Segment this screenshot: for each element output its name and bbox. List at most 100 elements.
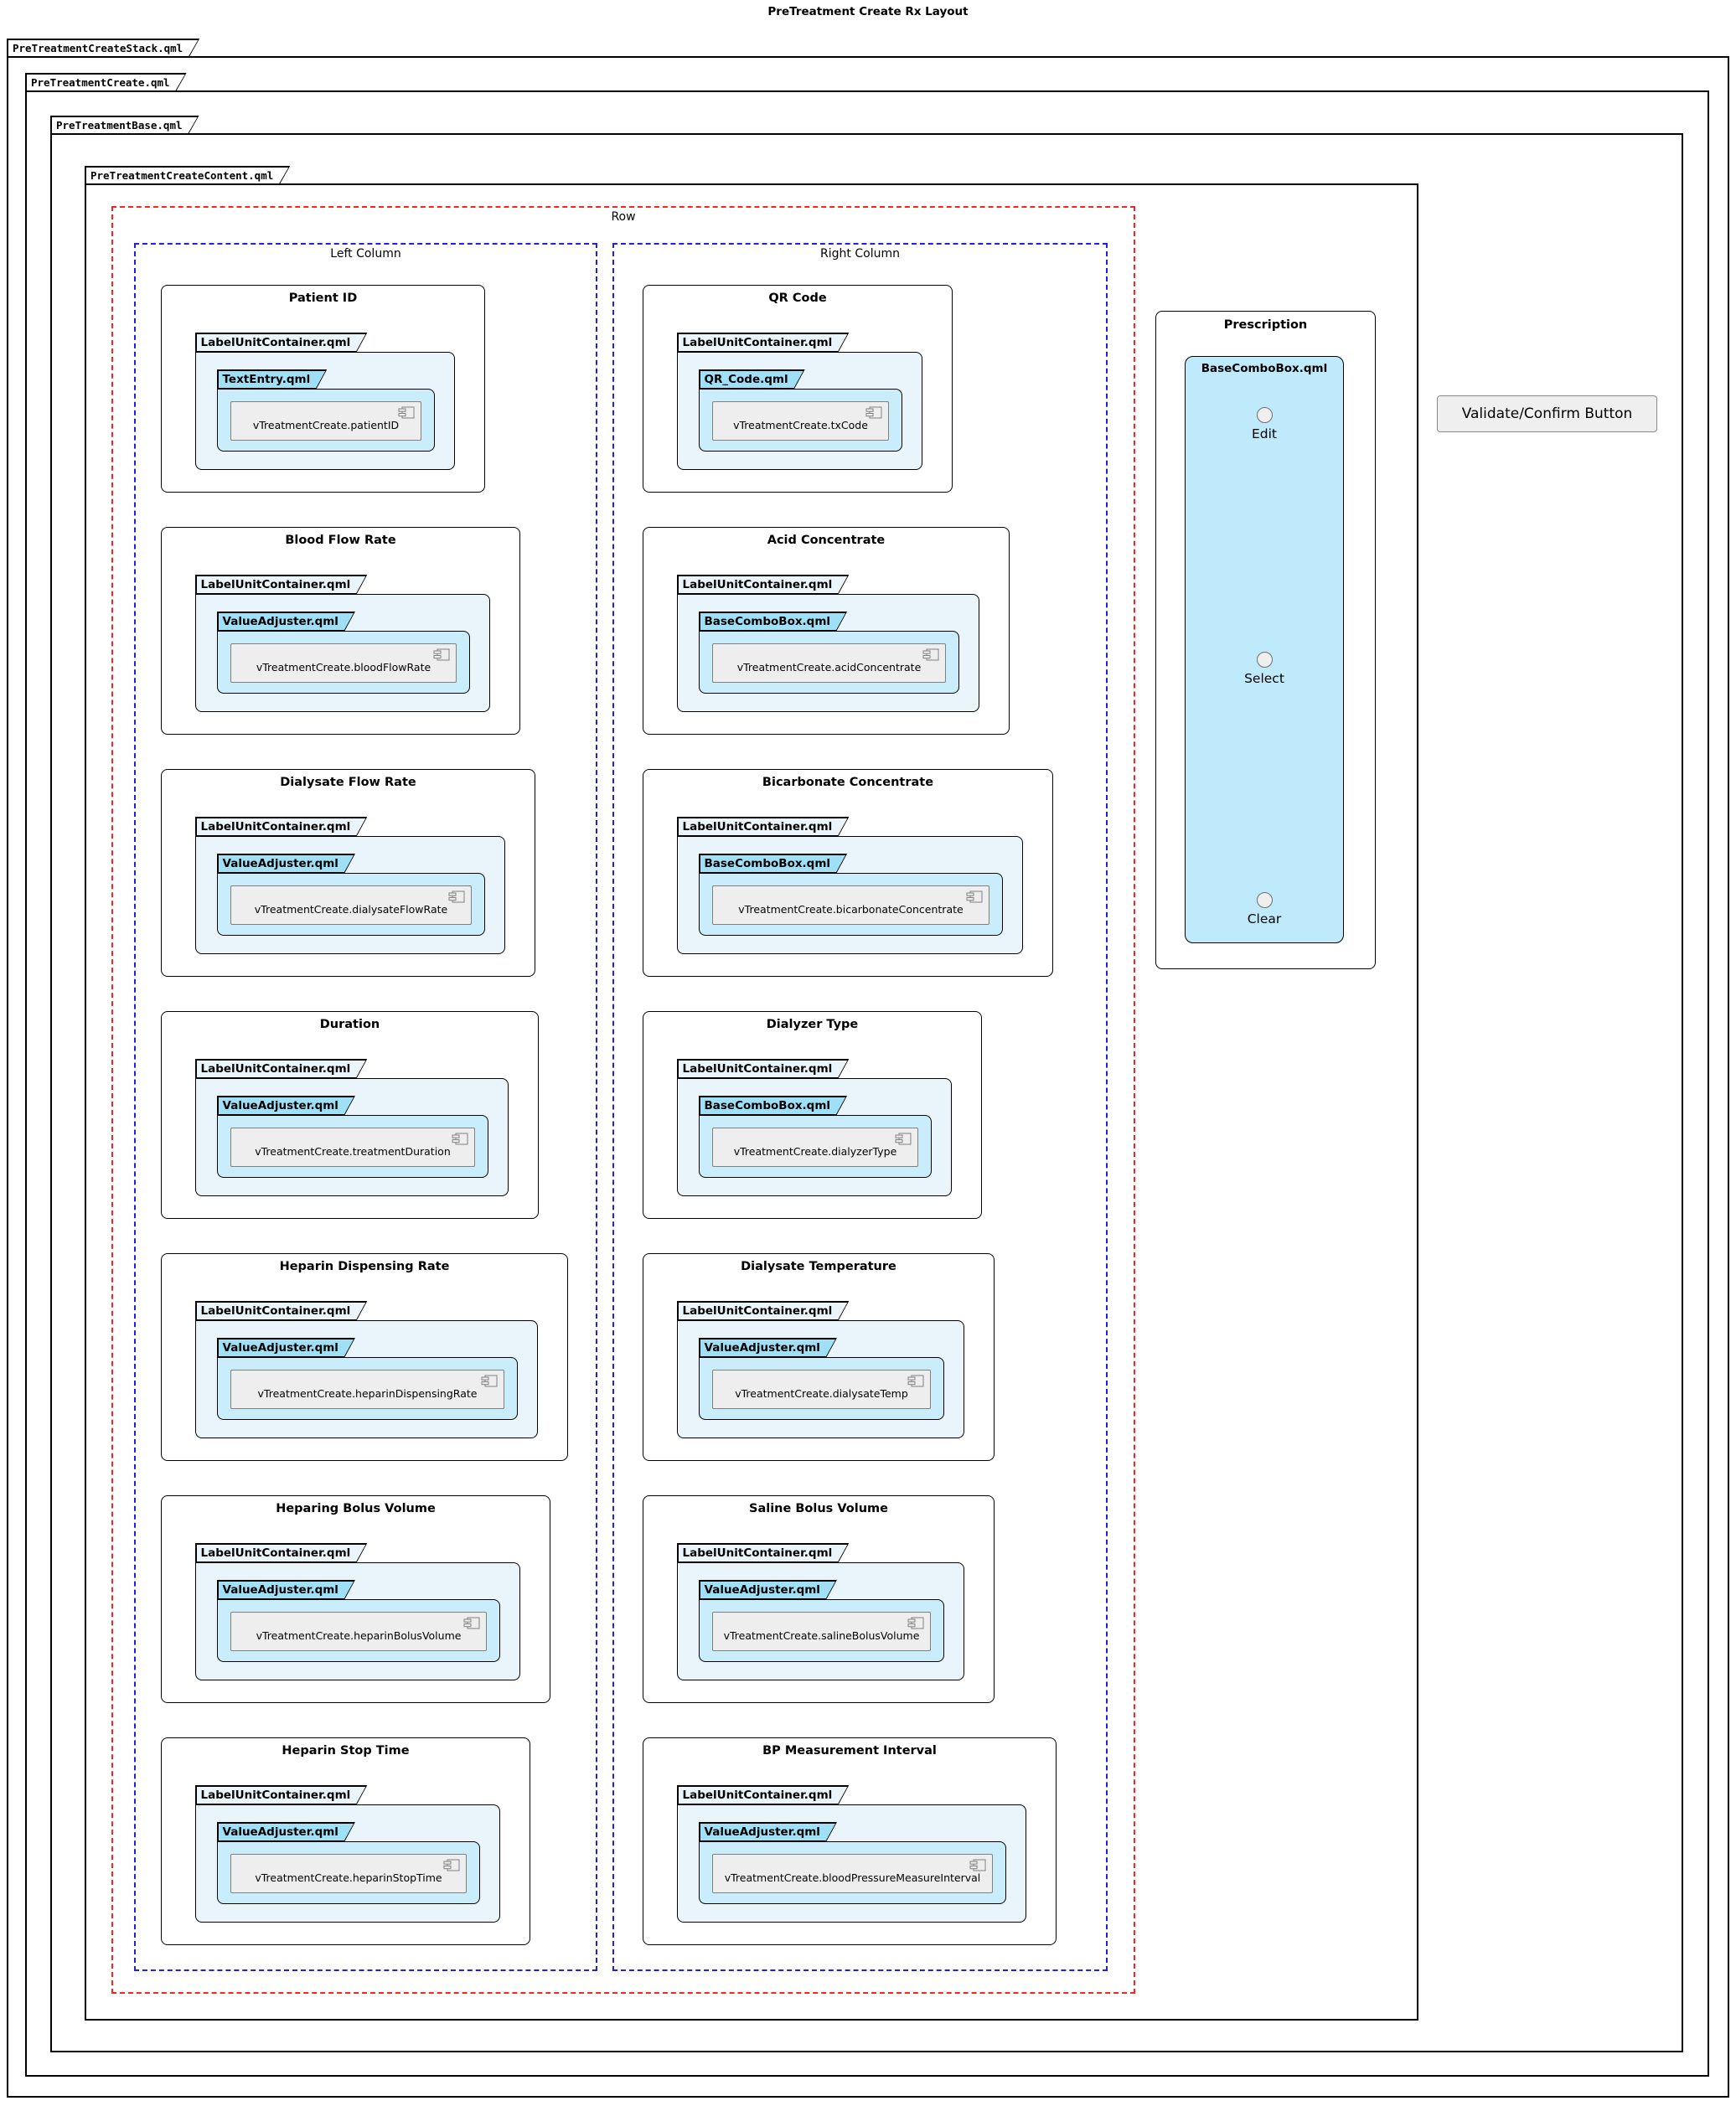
component-box: vTreatmentCreate.acidConcentrate <box>712 643 946 683</box>
frame-tab-label: QR_Code.qml <box>700 371 803 388</box>
component-icon <box>922 648 939 661</box>
component-icon <box>433 648 450 661</box>
frame-tab: ValueAdjuster.qml <box>217 1338 355 1358</box>
frame-tab-label: LabelUnitContainer.qml <box>197 1545 366 1561</box>
component-icon <box>969 1859 986 1871</box>
frame-tab-label: ValueAdjuster.qml <box>219 1824 354 1840</box>
frame-tab: PreTreatmentCreateContent.qml <box>85 166 290 185</box>
label-unit-container-frame: LabelUnitContainer.qml ValueAdjuster.qml… <box>195 1078 509 1196</box>
frame-tab: LabelUnitContainer.qml <box>677 333 850 353</box>
component-label: vTreatmentCreate.dialysateFlowRate <box>254 903 448 916</box>
right-column-label: Right Column <box>820 247 900 261</box>
field-title: QR Code <box>768 292 827 305</box>
validate-confirm-button: Validate/Confirm Button <box>1437 395 1657 432</box>
frame-tab: ValueAdjuster.qml <box>699 1822 837 1842</box>
component-icon <box>452 1133 468 1145</box>
frame-tab-label: PreTreatmentBase.qml <box>52 117 198 133</box>
component-box: vTreatmentCreate.heparinDispensingRate <box>230 1370 504 1409</box>
label-unit-container-frame: LabelUnitContainer.qml BaseComboBox.qml … <box>677 594 979 712</box>
frame-tab: PreTreatmentBase.qml <box>50 116 199 135</box>
right-column: Right Column QR Code LabelUnitContainer.… <box>612 243 1108 1971</box>
component-box: vTreatmentCreate.bloodFlowRate <box>230 643 457 683</box>
frame-tab-label: LabelUnitContainer.qml <box>679 1061 848 1077</box>
row-container: Row <box>111 206 1135 1994</box>
frame-tab: QR_Code.qml <box>699 369 805 390</box>
frame-tab: LabelUnitContainer.qml <box>677 1301 850 1321</box>
component-box: vTreatmentCreate.dialysateFlowRate <box>230 885 472 925</box>
frame-tab-label: LabelUnitContainer.qml <box>679 1545 848 1561</box>
frame-tab-label: ValueAdjuster.qml <box>700 1582 835 1598</box>
frame-tab: LabelUnitContainer.qml <box>195 1785 368 1805</box>
component-box: vTreatmentCreate.heparinBolusVolume <box>230 1612 487 1651</box>
frame-tab: LabelUnitContainer.qml <box>195 1301 368 1321</box>
field-title: Heparin Stop Time <box>282 1744 410 1758</box>
combo-option-edit: Edit <box>1186 407 1343 441</box>
frame-tab-label: LabelUnitContainer.qml <box>679 818 848 835</box>
frame-tab-label: LabelUnitContainer.qml <box>679 576 848 593</box>
component-label: vTreatmentCreate.heparinStopTime <box>255 1871 442 1884</box>
widget-frame: ValueAdjuster.qml vTreatmentCreate.blood… <box>217 631 470 694</box>
frame-tab-label: PreTreatmentCreateStack.qml <box>8 40 198 56</box>
component-box: vTreatmentCreate.dialysateTemp <box>712 1370 931 1409</box>
frame-tab: ValueAdjuster.qml <box>217 1580 355 1600</box>
frame-tab: TextEntry.qml <box>217 369 328 390</box>
widget-frame: ValueAdjuster.qml vTreatmentCreate.hepar… <box>217 1841 480 1904</box>
field-box-patient-id: Patient ID LabelUnitContainer.qml TextEn… <box>161 285 485 493</box>
frame-tab-label: ValueAdjuster.qml <box>219 1097 354 1114</box>
label-unit-container-frame: LabelUnitContainer.qml ValueAdjuster.qml… <box>195 1804 500 1923</box>
component-label: vTreatmentCreate.heparinDispensingRate <box>257 1387 478 1400</box>
frame-tab: LabelUnitContainer.qml <box>195 817 368 837</box>
option-label: Clear <box>1247 911 1282 927</box>
component-label: vTreatmentCreate.heparinBolusVolume <box>256 1629 462 1642</box>
frame-tab: LabelUnitContainer.qml <box>677 817 850 837</box>
component-icon <box>481 1375 498 1387</box>
field-box-heparin-stop-time: Heparin Stop Time LabelUnitContainer.qml… <box>161 1737 530 1945</box>
component-icon <box>907 1617 924 1629</box>
base-combo-box: BaseComboBox.qml Edit Select Clear <box>1185 356 1344 943</box>
field-title: Blood Flow Rate <box>285 534 396 547</box>
frame-tab: ValueAdjuster.qml <box>699 1580 837 1600</box>
component-icon <box>865 406 882 419</box>
frame-tab-label: ValueAdjuster.qml <box>219 1339 354 1356</box>
frame-tab-label: ValueAdjuster.qml <box>700 1339 835 1356</box>
frame-tab-label: BaseComboBox.qml <box>700 1097 846 1114</box>
field-box-dialyzer-type: Dialyzer Type LabelUnitContainer.qml Bas… <box>643 1011 982 1219</box>
frame-tab: ValueAdjuster.qml <box>217 1822 355 1842</box>
label-unit-container-frame: LabelUnitContainer.qml ValueAdjuster.qml… <box>677 1320 964 1438</box>
component-label: vTreatmentCreate.bicarbonateConcentrate <box>738 903 964 916</box>
field-box-heparing-bolus-volume: Heparing Bolus Volume LabelUnitContainer… <box>161 1495 550 1703</box>
frame-tab: LabelUnitContainer.qml <box>677 575 850 595</box>
frame-tab-label: TextEntry.qml <box>219 371 326 388</box>
widget-frame: BaseComboBox.qml vTreatmentCreate.dialyz… <box>699 1115 932 1178</box>
label-unit-container-frame: LabelUnitContainer.qml ValueAdjuster.qml… <box>195 1320 538 1438</box>
frame-tab-label: PreTreatmentCreateContent.qml <box>86 168 288 183</box>
label-unit-container-frame: LabelUnitContainer.qml BaseComboBox.qml … <box>677 836 1023 954</box>
frame-tab-label: PreTreatmentCreate.qml <box>27 75 185 90</box>
widget-frame: ValueAdjuster.qml vTreatmentCreate.blood… <box>699 1841 1006 1904</box>
frame-tab-label: LabelUnitContainer.qml <box>197 334 366 351</box>
field-title: Patient ID <box>288 292 358 305</box>
frame-tab: BaseComboBox.qml <box>699 1096 848 1116</box>
frame-tab-label: ValueAdjuster.qml <box>219 1582 354 1598</box>
option-label: Select <box>1244 671 1284 686</box>
label-unit-container-frame: LabelUnitContainer.qml ValueAdjuster.qml… <box>195 1562 520 1680</box>
field-title: Heparin Dispensing Rate <box>279 1260 450 1273</box>
label-unit-container-frame: LabelUnitContainer.qml BaseComboBox.qml … <box>677 1078 952 1196</box>
frame-tab-label: LabelUnitContainer.qml <box>679 1303 848 1319</box>
frame-tab-label: ValueAdjuster.qml <box>219 855 354 872</box>
component-label: vTreatmentCreate.treatmentDuration <box>255 1145 451 1158</box>
frame-tab: BaseComboBox.qml <box>699 612 848 632</box>
frame-tab-label: ValueAdjuster.qml <box>219 613 354 630</box>
field-box-bicarbonate-concentrate: Bicarbonate Concentrate LabelUnitContain… <box>643 769 1053 977</box>
frame-tab: BaseComboBox.qml <box>699 854 848 874</box>
field-box-acid-concentrate: Acid Concentrate LabelUnitContainer.qml … <box>643 527 1010 735</box>
field-box-duration: Duration LabelUnitContainer.qml ValueAdj… <box>161 1011 539 1219</box>
frame-tab-label: LabelUnitContainer.qml <box>679 1787 848 1804</box>
frame-tab: LabelUnitContainer.qml <box>195 575 368 595</box>
component-label: vTreatmentCreate.acidConcentrate <box>736 661 922 674</box>
frame-tab: ValueAdjuster.qml <box>699 1338 837 1358</box>
frame-tab: LabelUnitContainer.qml <box>195 1059 368 1079</box>
field-box-saline-bolus-volume: Saline Bolus Volume LabelUnitContainer.q… <box>643 1495 995 1703</box>
frame-tab: PreTreatmentCreateStack.qml <box>7 39 199 58</box>
frame-tab-label: ValueAdjuster.qml <box>700 1824 835 1840</box>
